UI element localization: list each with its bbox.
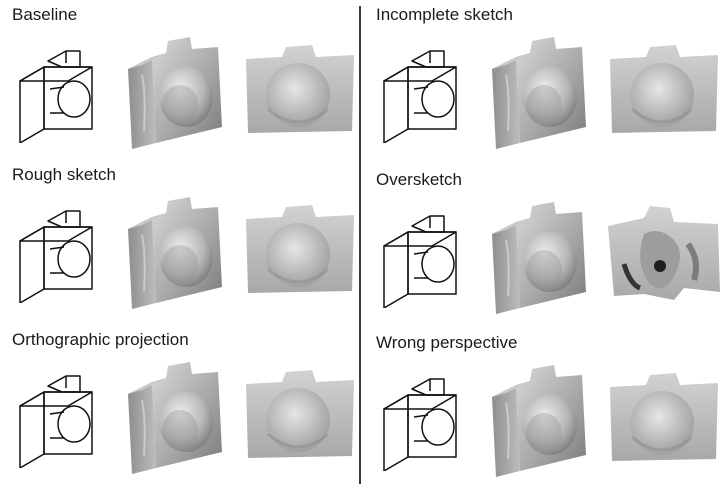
camera-render-3d (486, 363, 596, 478)
panel-title: Orthographic projection (12, 330, 189, 349)
camera-render-3d (122, 35, 232, 150)
camera-render-front (604, 367, 720, 467)
panel-title: Incomplete sketch (376, 5, 514, 24)
panel-title: Oversketch (376, 170, 462, 189)
panel-title: Wrong perspective (376, 333, 518, 352)
panel-title: Baseline (12, 5, 78, 24)
camera-render-messy (604, 204, 720, 304)
panel-rough-sketch: Rough sketch (12, 165, 362, 321)
camera-render-3d (486, 35, 596, 150)
panel-baseline: Baseline (12, 5, 362, 161)
camera-render-front (240, 39, 360, 139)
camera-render-3d (122, 195, 232, 310)
camera-sketch (378, 43, 460, 143)
panel-incomplete-sketch: Incomplete sketch (376, 5, 720, 161)
camera-render-3d (122, 360, 232, 475)
panel-title: Rough sketch (12, 165, 116, 184)
camera-render-3d (486, 200, 596, 315)
camera-sketch (14, 43, 96, 143)
column-divider (359, 6, 361, 484)
camera-sketch (378, 371, 460, 471)
panel-wrong-perspective: Wrong perspective (376, 333, 720, 489)
camera-render-front (604, 39, 720, 139)
camera-render-angled (240, 364, 360, 464)
panel-orthographic-projection: Orthographic projection (12, 330, 362, 486)
camera-sketch (14, 203, 96, 303)
camera-sketch (378, 208, 460, 308)
camera-sketch (14, 368, 96, 468)
panel-oversketch: Oversketch (376, 170, 720, 326)
camera-render-front (240, 199, 360, 299)
